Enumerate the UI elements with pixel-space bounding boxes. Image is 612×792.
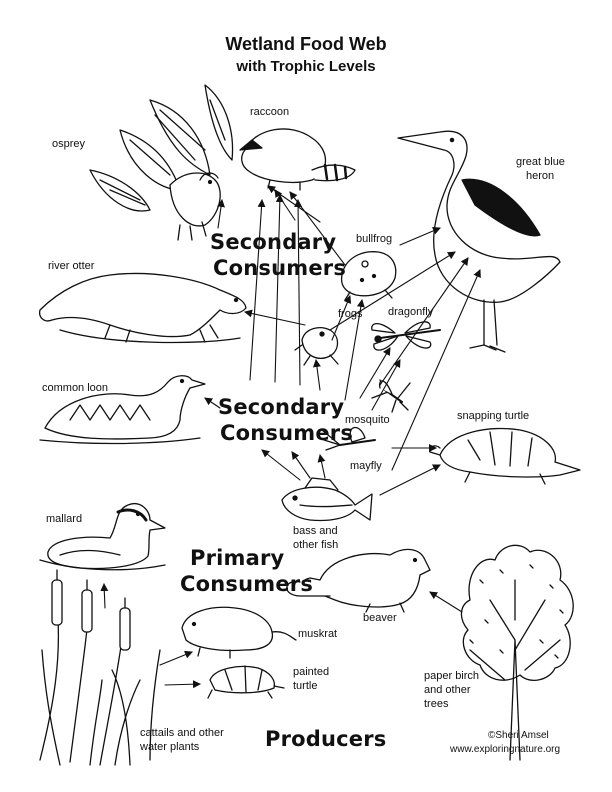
level-secondary-top-line1: Secondary — [210, 230, 337, 254]
arrow — [399, 227, 441, 246]
raccoon-icon — [239, 128, 356, 191]
label-heron-line2: heron — [526, 170, 555, 182]
arrow — [204, 397, 221, 409]
label-mayfly: mayfly — [350, 460, 382, 472]
arrow — [249, 199, 266, 381]
bullfrog-icon — [340, 251, 397, 301]
label-bullfrog: bullfrog — [356, 233, 393, 245]
frog-icon — [294, 327, 339, 366]
label-osprey: osprey — [52, 138, 86, 150]
label-painted-turtle-line2: turtle — [293, 680, 318, 692]
label-river-otter: river otter — [48, 260, 95, 272]
label-mosquito: mosquito — [345, 414, 390, 426]
beaver-icon — [286, 548, 431, 613]
arrow — [329, 251, 456, 331]
label-beaver: beaver — [363, 612, 397, 624]
arrow — [429, 591, 463, 613]
arrow — [100, 583, 109, 609]
mayfly-icon — [321, 426, 376, 451]
label-birch-line3: trees — [424, 698, 449, 710]
arrow — [159, 650, 193, 666]
arrow — [359, 347, 391, 399]
label-bass-line1: bass and — [293, 525, 338, 537]
arrow — [391, 269, 481, 471]
page-title: Wetland Food Web — [225, 34, 387, 54]
cattail-icon — [39, 569, 161, 766]
label-muskrat: muskrat — [298, 628, 338, 640]
label-frogs: frogs — [338, 308, 363, 320]
label-heron-line1: great blue — [516, 156, 565, 168]
arrow — [331, 295, 352, 341]
fish-icon — [281, 477, 373, 522]
label-mallard: mallard — [46, 513, 83, 525]
arrow — [274, 194, 284, 383]
level-secondary-top-line2: Consumers — [213, 256, 347, 280]
mosquito-icon — [371, 379, 411, 413]
arrow — [244, 309, 306, 326]
arrow — [164, 680, 201, 689]
label-raccoon: raccoon — [250, 106, 290, 118]
label-birch-line1: paper birch — [424, 670, 480, 682]
arrow — [317, 454, 326, 479]
arrow — [261, 449, 301, 481]
level-secondary-mid-line2: Consumers — [220, 421, 354, 445]
page-subtitle: with Trophic Levels — [236, 58, 376, 75]
label-bass-line2: other fish — [293, 539, 339, 551]
snapping-turtle-icon — [429, 427, 581, 485]
label-painted-turtle-line1: painted — [293, 666, 330, 678]
arrow — [312, 359, 321, 391]
arrow — [291, 451, 311, 479]
label-common-loon: common loon — [42, 382, 109, 394]
arrow — [379, 464, 441, 496]
duck-icon — [39, 503, 166, 571]
credit-website: www.exploringnature.org — [450, 744, 561, 755]
level-secondary-mid-line1: Secondary — [218, 395, 345, 419]
dragonfly-icon — [371, 321, 441, 351]
heron-icon — [397, 130, 561, 353]
arrow — [344, 299, 365, 401]
food-web-arrows — [100, 185, 481, 689]
level-producers: Producers — [265, 727, 387, 751]
osprey-icon — [89, 84, 234, 241]
muskrat-icon — [181, 606, 297, 659]
label-dragonfly: dragonfly — [388, 306, 434, 318]
label-cattails-line2: water plants — [140, 741, 200, 753]
label-snapping-turtle: snapping turtle — [457, 410, 530, 422]
loon-icon — [39, 375, 206, 445]
painted-turtle-icon — [207, 665, 285, 699]
otter-icon — [39, 272, 247, 344]
arrow — [371, 359, 401, 411]
birch-tree-icon — [460, 544, 574, 761]
label-birch-line2: and other — [424, 684, 471, 696]
level-primary-line2: Consumers — [180, 572, 314, 596]
level-primary-line1: Primary — [190, 546, 285, 570]
label-cattails-line1: cattails and other — [140, 727, 224, 739]
credit-author: ©Sheri Amsel — [488, 730, 549, 741]
arrow — [294, 199, 303, 386]
arrow — [217, 199, 225, 229]
